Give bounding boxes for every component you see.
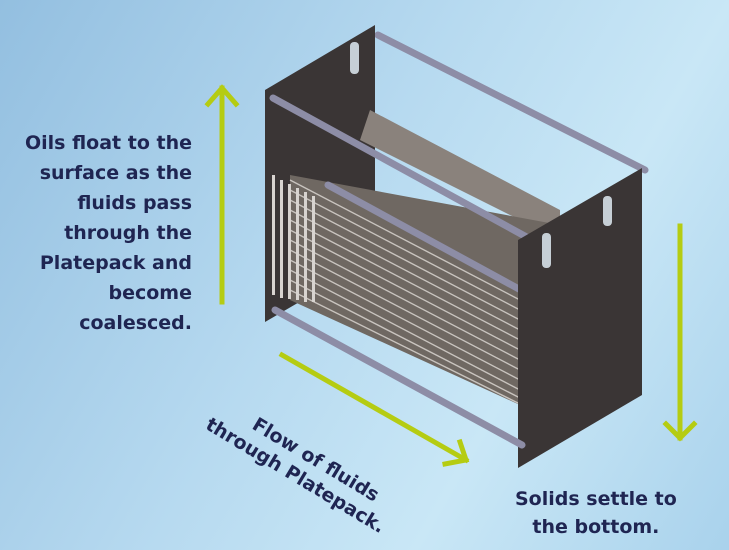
caption-line: Platepack and (39, 252, 192, 274)
caption-line: become (108, 282, 193, 304)
caption-line: through the (64, 222, 192, 244)
rod (374, 31, 649, 174)
solids-caption: Solids settle to the bottom. (515, 485, 677, 541)
arrow-flow-icon (278, 351, 470, 467)
panel-slot (350, 42, 359, 74)
caption-line: fluids pass (77, 192, 192, 214)
rod (271, 306, 526, 449)
panel-slot (542, 233, 551, 268)
rod (269, 94, 536, 244)
caption-line: surface as the (39, 162, 192, 184)
caption-line: the bottom. (532, 516, 660, 538)
caption-line: Oils float to the (24, 132, 192, 154)
caption-line: coalesced. (79, 312, 192, 334)
arrow-down-icon (662, 223, 698, 442)
caption-line: Solids settle to (515, 488, 677, 510)
arrow-up-icon (204, 84, 240, 305)
oils-caption: Oils float to the surface as the fluids … (0, 128, 192, 338)
panel-slot (603, 196, 612, 226)
